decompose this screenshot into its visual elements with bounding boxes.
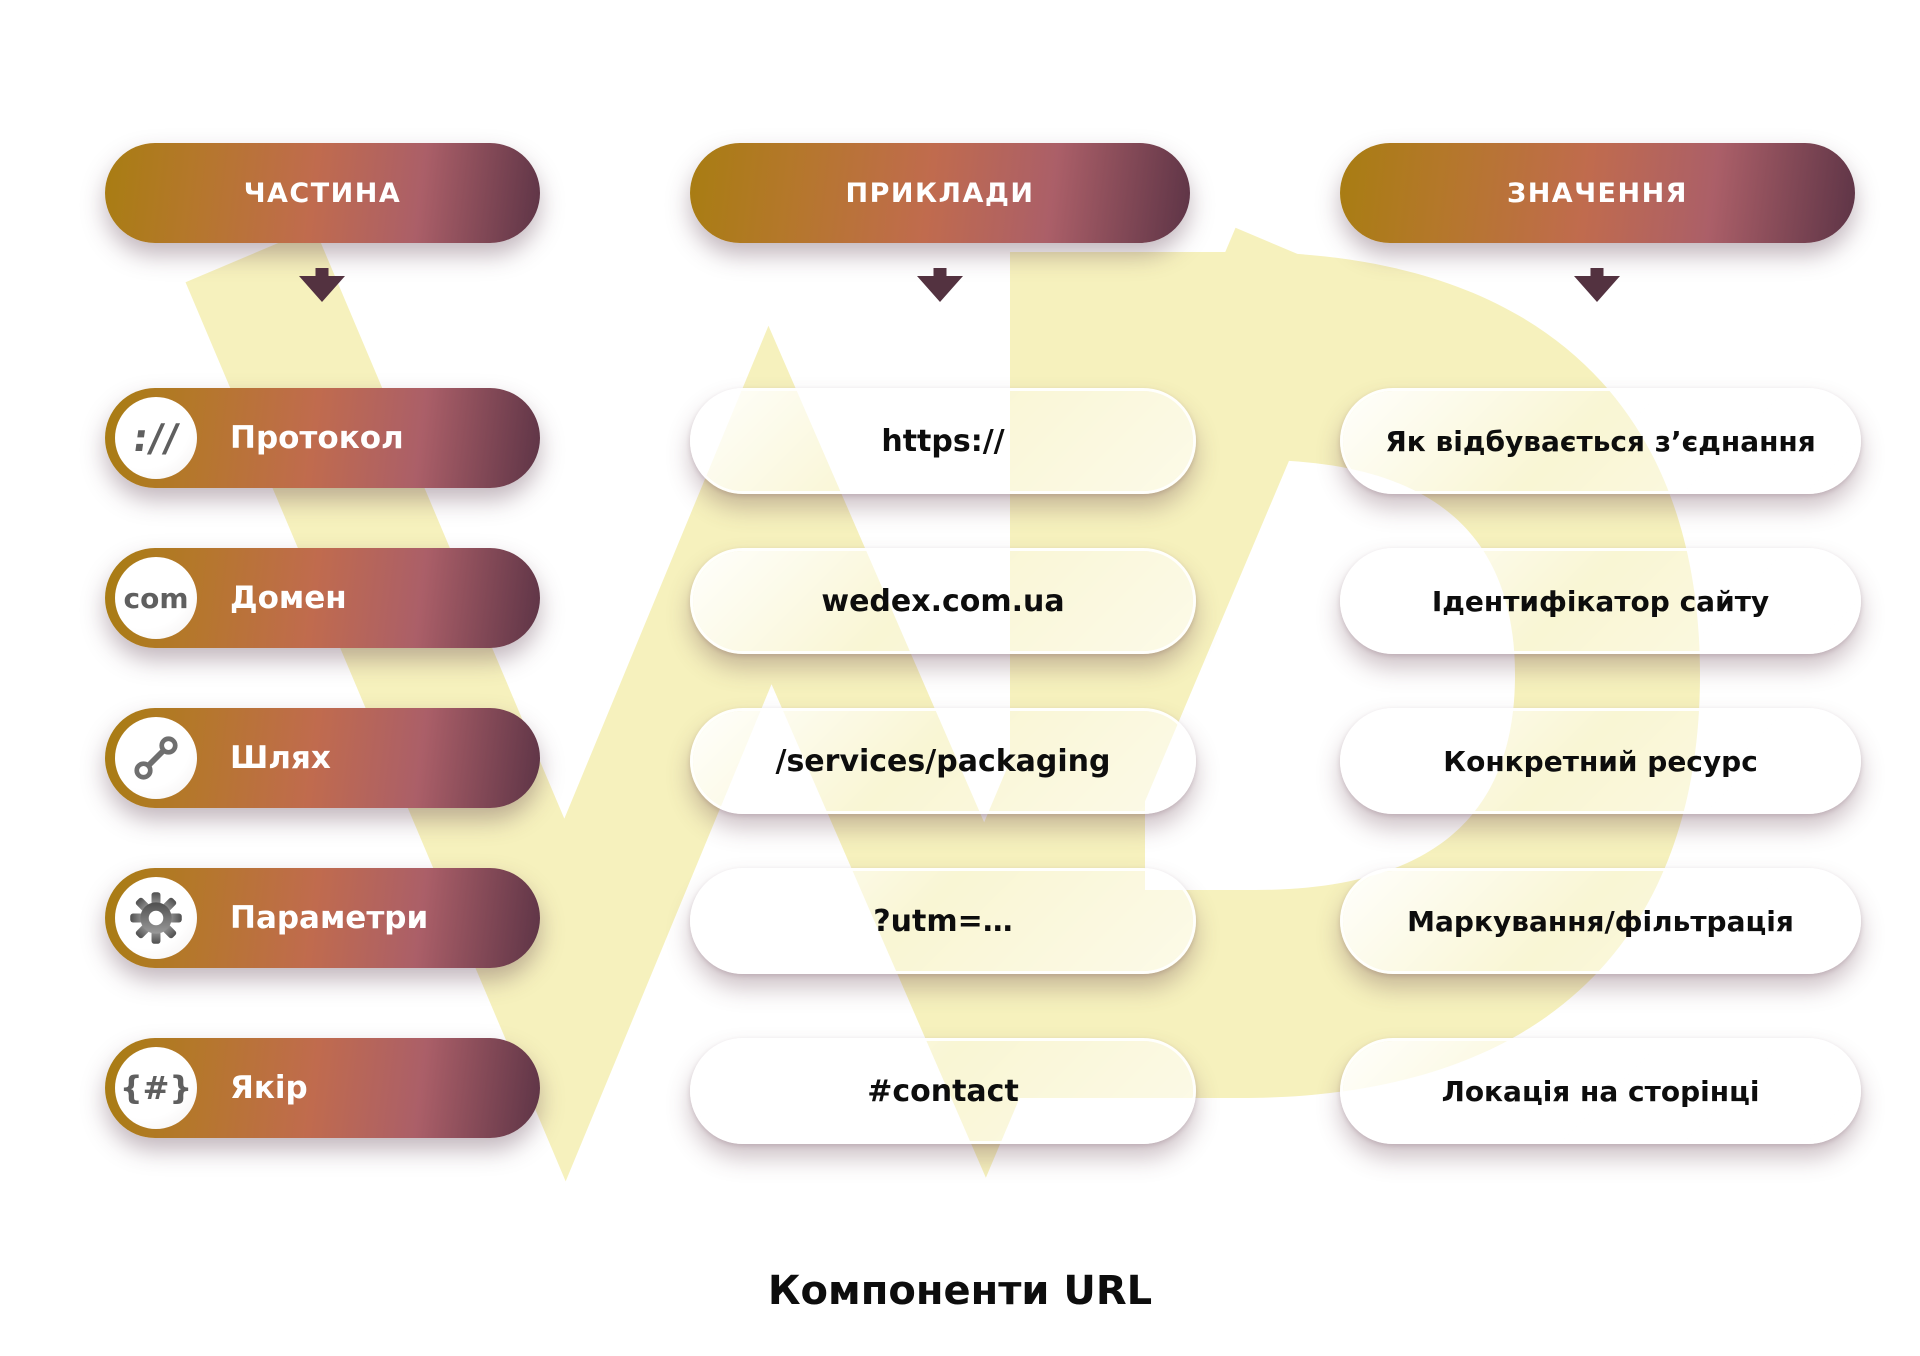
domain-icon-glyph: com [123, 581, 189, 615]
column-header-meaning-label: ЗНАЧЕННЯ [1507, 177, 1688, 209]
meaning-value: Локація на сторінці [1441, 1074, 1760, 1108]
example-pill: #contact [690, 1038, 1196, 1144]
part-label: Шлях [230, 740, 331, 776]
part-pill-protocol: :// Протокол [105, 388, 540, 488]
down-arrow-icon [299, 268, 345, 302]
example-pill: https:// [690, 388, 1196, 494]
column-header-examples-label: ПРИКЛАДИ [845, 177, 1035, 209]
meaning-pill: Ідентифікатор сайту [1340, 548, 1861, 654]
example-value: https:// [881, 423, 1005, 459]
down-arrow-icon [917, 268, 963, 302]
part-pill-parameters: Параметри [105, 868, 540, 968]
part-label: Протокол [230, 420, 404, 456]
protocol-icon: :// [115, 397, 197, 479]
meaning-value: Як відбувається з’єднання [1385, 424, 1816, 458]
example-value: #contact [867, 1073, 1019, 1109]
example-value: /services/packaging [775, 743, 1111, 779]
part-label: Якір [230, 1070, 308, 1106]
part-pill-path: Шлях [105, 708, 540, 808]
meaning-pill: Конкретний ресурс [1340, 708, 1861, 814]
example-pill: /services/packaging [690, 708, 1196, 814]
anchor-icon: {#} [115, 1047, 197, 1129]
meaning-pill: Локація на сторінці [1340, 1038, 1861, 1144]
down-arrow-icon [1574, 268, 1620, 302]
path-icon [115, 717, 197, 799]
column-header-meaning: ЗНАЧЕННЯ [1340, 143, 1855, 243]
meaning-value: Маркування/фільтрація [1407, 904, 1794, 938]
meaning-value: Конкретний ресурс [1443, 744, 1758, 778]
diagram-title: Компоненти URL [767, 1268, 1153, 1314]
path-icon-graphic [134, 736, 178, 780]
example-value: wedex.com.ua [821, 583, 1065, 619]
example-pill: ?utm=… [690, 868, 1196, 974]
part-pill-anchor: {#} Якір [105, 1038, 540, 1138]
meaning-value: Ідентифікатор сайту [1431, 584, 1770, 618]
example-value: ?utm=… [873, 903, 1013, 939]
column-header-part: ЧАСТИНА [105, 143, 540, 243]
column-header-examples: ПРИКЛАДИ [690, 143, 1190, 243]
example-pill: wedex.com.ua [690, 548, 1196, 654]
meaning-pill: Маркування/фільтрація [1340, 868, 1861, 974]
gear-icon [130, 892, 182, 944]
part-label: Параметри [230, 900, 429, 936]
parameters-icon [115, 877, 197, 959]
meaning-pill: Як відбувається з’єднання [1340, 388, 1861, 494]
part-label: Домен [230, 580, 347, 616]
protocol-icon-glyph: :// [129, 416, 183, 460]
part-pill-domain: com Домен [105, 548, 540, 648]
column-header-part-label: ЧАСТИНА [243, 177, 402, 209]
anchor-icon-glyph: {#} [119, 1069, 193, 1107]
domain-icon: com [115, 557, 197, 639]
